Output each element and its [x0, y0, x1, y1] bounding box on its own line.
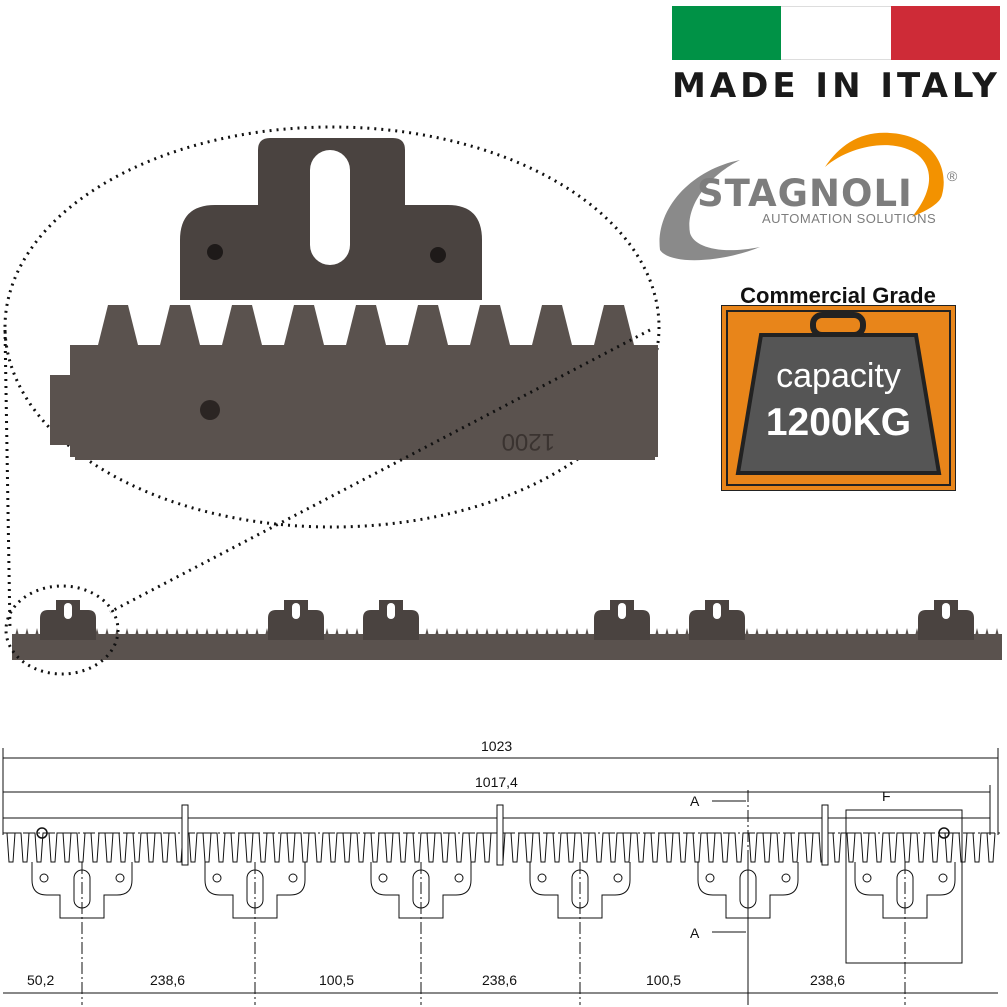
spacing-label-6: 238,6 [810, 972, 845, 988]
logo-swoosh-icon [659, 132, 944, 261]
detail-frame [845, 809, 963, 964]
drawing-bracket-4 [529, 862, 631, 1005]
zoom-rack-detail: 1200 [50, 138, 658, 460]
zoom-ellipse [3, 125, 661, 529]
full-rack-bar [12, 634, 1002, 660]
capacity-word: capacity [776, 357, 901, 395]
drawing-bracket-hole-left [212, 873, 222, 883]
zoom-slot [310, 150, 350, 265]
drawing-brackets [31, 862, 956, 1005]
detail-mark: F [882, 788, 891, 804]
joint-gap-3 [821, 804, 829, 866]
drawing-bracket-hole-left [378, 873, 388, 883]
drawing-bracket-6 [854, 862, 956, 1005]
capacity-badge: capacity 1200KG [720, 304, 957, 492]
zoom-rack-bar [70, 345, 658, 457]
rack-bracket-body [918, 600, 974, 640]
technical-drawing: 1023 1017,4 A A F 50,2 238,6 100,5 238,6 100… [2, 738, 1000, 1005]
overall-length-label: 1023 [481, 738, 512, 754]
spacing-label-2: 238,6 [150, 972, 185, 988]
rack-bracket-body [689, 600, 745, 640]
rack-bracket-1 [40, 600, 96, 640]
flag-green-stripe [672, 6, 782, 60]
rack-bracket-body [363, 600, 419, 640]
rack-bracket-body [40, 600, 96, 640]
stagnoli-logo: STAGNOLI ® AUTOMATION SOLUTIONS [650, 115, 1007, 265]
full-rack-highlight [4, 584, 120, 676]
spacing-labels: 50,2 238,6 100,5 238,6 100,5 238,6 [27, 972, 845, 988]
brand-name: STAGNOLI [697, 172, 913, 215]
registered-mark: ® [947, 168, 958, 184]
section-mark-bottom: A [690, 925, 700, 941]
drawing-joint-gaps [36, 804, 950, 866]
rack-bracket-slot [618, 603, 626, 619]
drawing-bracket-hole-left [862, 873, 872, 883]
product-photo: 1200 [3, 125, 1002, 676]
mount-hole-1 [36, 827, 48, 839]
zoom-end-tab [50, 375, 75, 445]
rack-bracket-2 [268, 600, 324, 640]
full-rack [12, 600, 1002, 660]
drawing-bracket-hole-right [938, 873, 948, 883]
spacing-label-1: 50,2 [27, 972, 54, 988]
zoom-mark-text: 1200 [502, 428, 555, 455]
rack-bracket-5 [689, 600, 745, 640]
drawing-bracket-hole-left [537, 873, 547, 883]
drawing-bracket-hole-right [454, 873, 464, 883]
rack-bracket-4 [594, 600, 650, 640]
rack-bracket-slot [942, 603, 950, 619]
capacity-value: 1200KG [765, 401, 912, 444]
full-rack-teeth [12, 628, 1000, 636]
drawing-bracket-hole-left [705, 873, 715, 883]
made-in-italy-label: MADE IN ITALY [672, 66, 1001, 106]
logo-grey-swoosh [659, 160, 760, 261]
spacing-label-5: 100,5 [646, 972, 681, 988]
rack-bracket-3 [363, 600, 419, 640]
zoom-hole-right [430, 247, 446, 263]
drawing-bracket-5 [697, 862, 799, 1005]
zoom-pin [200, 400, 220, 420]
drawing-bracket-hole-right [115, 873, 125, 883]
mount-hole-2 [938, 827, 950, 839]
rack-bracket-body [594, 600, 650, 640]
rack-bracket-6 [918, 600, 974, 640]
spacing-label-3: 100,5 [319, 972, 354, 988]
weight-body [735, 333, 942, 475]
rack-bracket-slot [292, 603, 300, 619]
drawing-bracket-hole-left [39, 873, 49, 883]
full-rack-brackets [40, 600, 974, 640]
rack-bracket-slot [64, 603, 72, 619]
joint-gap-1 [181, 804, 189, 866]
rack-bracket-slot [387, 603, 395, 619]
brand-tagline: AUTOMATION SOLUTIONS [762, 211, 937, 226]
flag-white-stripe [781, 6, 891, 60]
spacing-label-4: 238,6 [482, 972, 517, 988]
drawing-bracket-2 [204, 862, 306, 1005]
drawing-bracket-1 [31, 862, 133, 1005]
flag-red-stripe [890, 6, 1000, 60]
zoom-link-left [3, 329, 12, 631]
drawing-bracket-hole-right [781, 873, 791, 883]
rack-bracket-body [268, 600, 324, 640]
joint-gap-2 [496, 804, 504, 866]
pitch-length-label: 1017,4 [475, 774, 518, 790]
drawing-bracket-hole-right [288, 873, 298, 883]
drawing-bracket-hole-right [613, 873, 623, 883]
zoom-hole-left [207, 244, 223, 260]
italian-flag [672, 6, 1000, 60]
full-rack-teeth-path [12, 628, 1000, 636]
rack-bracket-slot [713, 603, 721, 619]
commercial-grade-title: Commercial Grade [740, 283, 936, 308]
section-mark-top: A [690, 793, 700, 809]
drawing-bracket-3 [370, 862, 472, 1005]
badge-inner-frame [726, 310, 951, 486]
